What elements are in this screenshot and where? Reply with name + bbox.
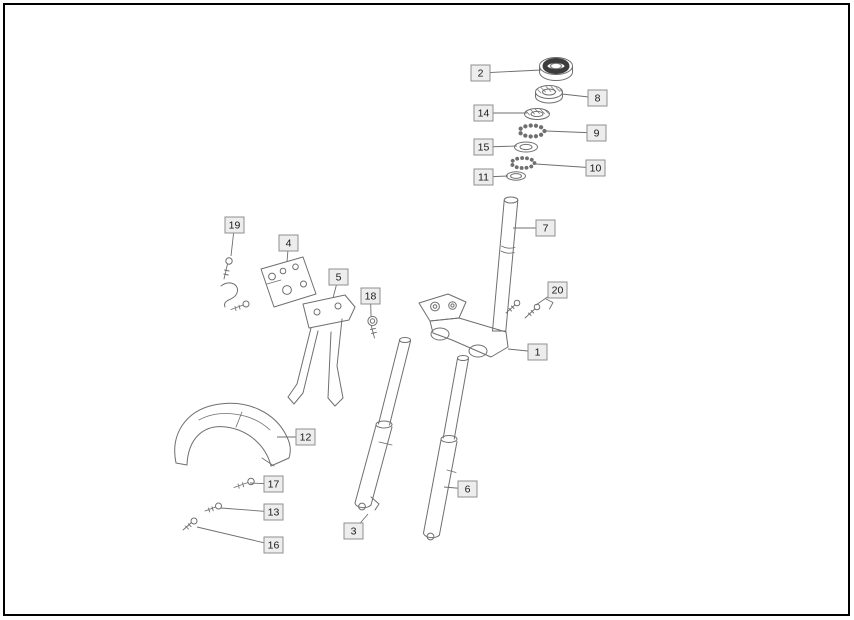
- part-drawing-fender-screw-rear: [182, 517, 198, 531]
- part-drawing-upper-bearing: [517, 123, 547, 139]
- callout-box-5: [328, 268, 349, 286]
- callout-lower-bearing: 10: [535, 159, 606, 177]
- part-drawing-left-fork-leg: [354, 337, 411, 511]
- callout-yoke-clamp-screws: 20: [535, 281, 568, 306]
- callout-fender-screw-rear: 16: [196, 526, 284, 554]
- part-drawing-front-fender: [174, 402, 291, 467]
- callout-number-11: 11: [478, 172, 489, 184]
- leader-line-16: [196, 526, 274, 546]
- callout-number-2: 2: [478, 68, 484, 80]
- part-drawing-flange-bolt: [367, 315, 378, 339]
- callout-box-10: [585, 159, 606, 177]
- callout-number-12: 12: [300, 432, 312, 444]
- callout-box-18: [360, 287, 381, 305]
- callout-number-18: 18: [365, 291, 377, 303]
- part-drawing-cable-clamp-screws: [220, 257, 250, 311]
- callout-number-6: 6: [465, 484, 471, 496]
- callout-number-7: 7: [543, 223, 549, 235]
- callout-number-17: 17: [268, 479, 280, 491]
- callout-box-6: [457, 480, 478, 498]
- callout-number-10: 10: [590, 163, 602, 175]
- callout-box-4: [278, 234, 299, 252]
- callout-box-15: [473, 138, 494, 156]
- part-drawing-bracket-plate: [260, 256, 317, 308]
- callout-box-14: [473, 104, 494, 122]
- callout-box-16: [263, 536, 284, 554]
- callout-fender-screw-mid: 13: [220, 503, 284, 521]
- callout-number-4: 4: [286, 238, 292, 250]
- callout-number-3: 3: [351, 526, 357, 538]
- part-drawing-dust-cover-washer: [524, 108, 550, 120]
- part-drawing-steering-top-nut: [539, 57, 573, 81]
- part-drawing-lower-yoke: [418, 293, 509, 358]
- callout-box-20: [547, 281, 568, 299]
- part-drawing-fender-screw-front: [233, 477, 255, 489]
- callout-box-19: [224, 216, 245, 234]
- diagram-artwork: [174, 57, 573, 541]
- part-drawing-support-bracket: [287, 294, 356, 407]
- callout-number-15: 15: [478, 142, 490, 154]
- callout-box-7: [535, 219, 556, 237]
- callout-lower-race-ring: 11: [473, 168, 509, 186]
- callout-number-1: 1: [535, 347, 541, 359]
- callout-box-3: [343, 522, 364, 540]
- callout-left-fork-leg: 3: [343, 513, 369, 540]
- callout-lower-yoke: 1: [507, 343, 548, 361]
- callout-box-1: [527, 343, 548, 361]
- part-drawing-ring-nut: [535, 85, 563, 104]
- callout-flange-bolt: 18: [360, 287, 381, 317]
- callout-box-17: [263, 475, 284, 493]
- callout-number-19: 19: [229, 220, 241, 232]
- callout-number-9: 9: [594, 128, 600, 140]
- callout-front-fender: 12: [277, 428, 316, 446]
- callout-number-20: 20: [552, 285, 564, 297]
- part-drawing-lower-race-ring: [506, 171, 526, 181]
- part-drawing-lower-bearing: [509, 156, 537, 170]
- callout-box-2: [470, 64, 491, 82]
- callout-cable-clamp-screws: 19: [224, 216, 245, 257]
- callout-fender-screw-front: 17: [249, 475, 284, 493]
- callout-bracket-plate: 4: [278, 234, 299, 263]
- callout-box-9: [586, 124, 607, 142]
- callout-upper-bearing: 9: [545, 124, 607, 142]
- callout-box-8: [587, 89, 608, 107]
- callout-box-12: [295, 428, 316, 446]
- callout-steering-tube: 7: [513, 219, 556, 237]
- callout-ring-nut: 8: [561, 89, 608, 107]
- callout-right-fork-leg: 6: [443, 480, 478, 498]
- part-drawing-upper-race-ring: [514, 141, 538, 153]
- callout-number-14: 14: [478, 108, 490, 120]
- part-drawing-fender-screw-mid: [204, 502, 222, 513]
- part-drawing-right-fork-leg: [423, 355, 469, 541]
- callout-upper-race-ring: 15: [473, 138, 518, 156]
- callout-box-13: [263, 503, 284, 521]
- callout-number-5: 5: [336, 272, 342, 284]
- callout-number-13: 13: [268, 507, 280, 519]
- callout-dust-cover-washer: 14: [473, 104, 527, 122]
- part-drawing-steering-tube: [492, 196, 519, 332]
- leader-line-2: [480, 69, 542, 74]
- callout-steering-top-nut: 2: [470, 64, 542, 82]
- callout-number-16: 16: [268, 540, 280, 552]
- part-drawing-yoke-clamp-screws: [505, 298, 554, 319]
- callout-number-8: 8: [595, 93, 601, 105]
- callout-box-11: [473, 168, 494, 186]
- callout-support-bracket: 5: [328, 268, 349, 299]
